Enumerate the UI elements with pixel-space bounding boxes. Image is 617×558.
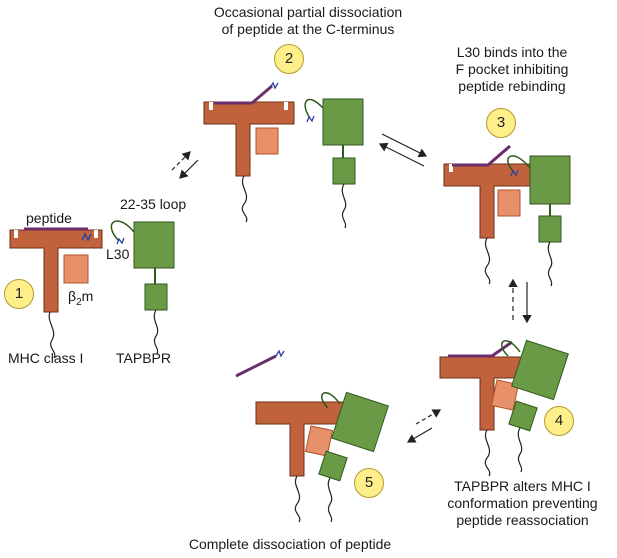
beta2m-label: β2m	[68, 288, 94, 308]
mhc-class-i-label: MHC class I	[8, 350, 84, 366]
peptide-step4	[448, 340, 513, 358]
mhc-class-i-step3	[443, 163, 531, 285]
mhc-class-i-step5	[255, 401, 347, 523]
step2-title: Occasional partial dissociation of pepti…	[213, 4, 403, 37]
step-badge-3: 3	[486, 108, 516, 138]
tapbpr-step1	[110, 220, 175, 355]
mhc-class-i-step2	[203, 101, 295, 223]
tapbpr-step4	[501, 339, 569, 473]
peptide-c-terminus-step1	[81, 232, 92, 242]
b2m-step1	[63, 254, 89, 284]
peptide-label: peptide	[26, 210, 72, 226]
equilibrium-arrows-2-3	[378, 133, 428, 167]
tapbpr-step5	[318, 391, 389, 523]
equilibrium-arrows-3-4	[508, 278, 532, 324]
step-badge-4: 4	[544, 406, 574, 436]
dissociated-peptide	[235, 354, 277, 378]
peptide-step3	[452, 144, 511, 167]
equilibrium-arrows-4-5	[406, 409, 442, 443]
step-badge-1: 1	[4, 279, 34, 309]
step-badge-2: 2	[274, 44, 304, 74]
step3-title: L30 binds into the F pocket inhibiting p…	[455, 44, 569, 94]
equilibrium-arrows-1-2	[171, 151, 199, 179]
loop-22-35-label: 22-35 loop	[120, 196, 187, 212]
loop-22-35-step1	[110, 220, 135, 241]
step4-title: TAPBPR alters MHC I conformation prevent…	[447, 478, 598, 528]
step5-title: Complete dissociation of peptide	[188, 536, 392, 552]
tapbpr-step2	[304, 98, 364, 229]
step-badge-5: 5	[354, 468, 384, 498]
peptide-step2	[214, 84, 273, 105]
mhc-class-i-step1	[9, 229, 103, 359]
tapbpr-step3	[507, 155, 571, 287]
l30-label: L30	[106, 246, 130, 262]
tapbpr-label: TAPBPR	[116, 350, 171, 366]
